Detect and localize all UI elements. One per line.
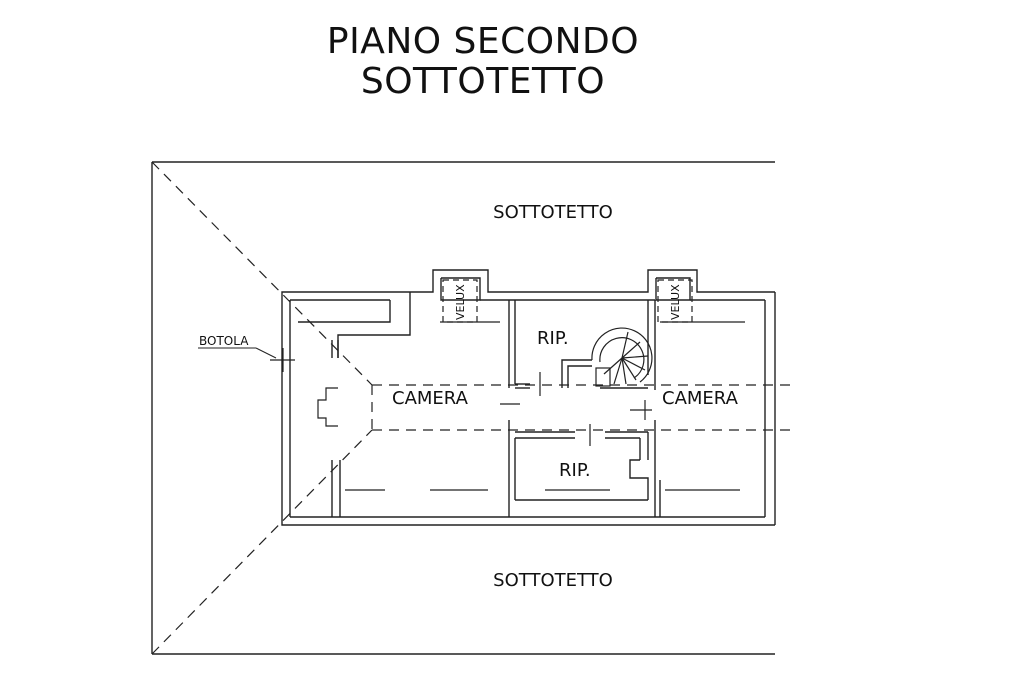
spiral-staircase [591,327,653,387]
room-label-camera-right: CAMERA [662,388,739,409]
room-label-rip-top: RIP. [537,328,569,349]
attic-label-top: SOTTOTETTO [493,202,613,223]
attic-label-bottom: SOTTOTETTO [493,570,613,591]
velux-label-right: VELUX [669,284,682,320]
botola-label: BOTOLA [199,334,249,348]
velux-label-left: VELUX [454,284,467,320]
room-label-rip-bottom: RIP. [559,460,591,481]
velux-skylight-right [657,279,693,323]
interior-walls [331,300,661,517]
roof-hip-lines [151,161,795,655]
velux-skylight-left [442,279,478,323]
plan-title: PIANO SECONDO [326,21,640,62]
room-label-camera-left: CAMERA [392,388,469,409]
plan-subtitle: SOTTOTETTO [360,61,606,102]
botola-leader [198,347,277,359]
roof-outline [151,161,775,655]
exterior-walls [281,269,776,526]
